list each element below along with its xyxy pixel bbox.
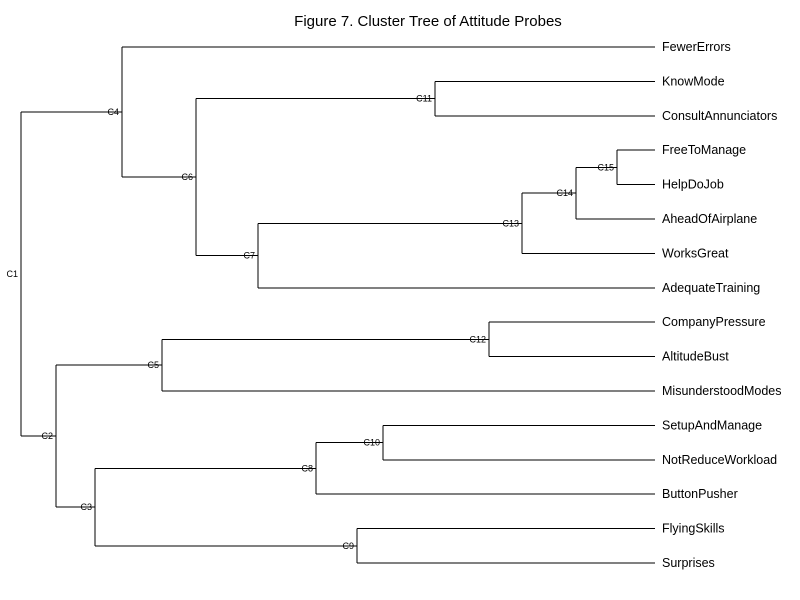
tree-links bbox=[20, 46, 655, 564]
cluster-label-c10: C10 bbox=[363, 438, 380, 448]
cluster-label-c8: C8 bbox=[301, 463, 313, 473]
cluster-label-c4: C4 bbox=[107, 107, 119, 117]
leaf-label-ahead-of-airplane: AheadOfAirplane bbox=[662, 212, 757, 226]
leaf-label-know-mode: KnowMode bbox=[662, 74, 725, 88]
cluster-label-c13: C13 bbox=[502, 218, 519, 228]
cluster-label-c14: C14 bbox=[556, 188, 573, 198]
cluster-label-c12: C12 bbox=[469, 334, 486, 344]
leaf-label-help-do-job: HelpDoJob bbox=[662, 178, 724, 192]
leaf-label-misunderstood-modes: MisunderstoodModes bbox=[662, 384, 782, 398]
cluster-label-c5: C5 bbox=[147, 360, 159, 370]
leaf-label-setup-and-manage: SetupAndManage bbox=[662, 418, 762, 432]
cluster-label-c7: C7 bbox=[243, 251, 255, 261]
leaf-label-altitude-bust: AltitudeBust bbox=[662, 350, 729, 364]
leaf-label-company-pressure: CompanyPressure bbox=[662, 315, 766, 329]
leaf-label-free-to-manage: FreeToManage bbox=[662, 143, 746, 157]
leaf-label-works-great: WorksGreat bbox=[662, 246, 729, 260]
leaf-labels: FewerErrorsKnowModeConsultAnnunciatorsFr… bbox=[662, 40, 782, 570]
cluster-label-c11: C11 bbox=[416, 94, 432, 104]
cluster-label-c15: C15 bbox=[597, 162, 614, 172]
figure-title: Figure 7. Cluster Tree of Attitude Probe… bbox=[294, 13, 562, 30]
leaf-label-consult-annunciators: ConsultAnnunciators bbox=[662, 109, 777, 123]
cluster-label-c9: C9 bbox=[342, 541, 354, 551]
leaf-label-flying-skills: FlyingSkills bbox=[662, 522, 725, 536]
leaf-label-adequate-training: AdequateTraining bbox=[662, 281, 760, 295]
leaf-label-button-pusher: ButtonPusher bbox=[662, 487, 738, 501]
cluster-label-c2: C2 bbox=[41, 431, 53, 441]
leaf-label-surprises: Surprises bbox=[662, 556, 715, 570]
leaf-label-not-reduce-workload: NotReduceWorkload bbox=[662, 453, 777, 467]
cluster-label-c3: C3 bbox=[80, 502, 92, 512]
cluster-label-c1: C1 bbox=[6, 269, 18, 279]
leaf-label-fewer-errors: FewerErrors bbox=[662, 40, 731, 54]
cluster-label-c6: C6 bbox=[181, 172, 193, 182]
